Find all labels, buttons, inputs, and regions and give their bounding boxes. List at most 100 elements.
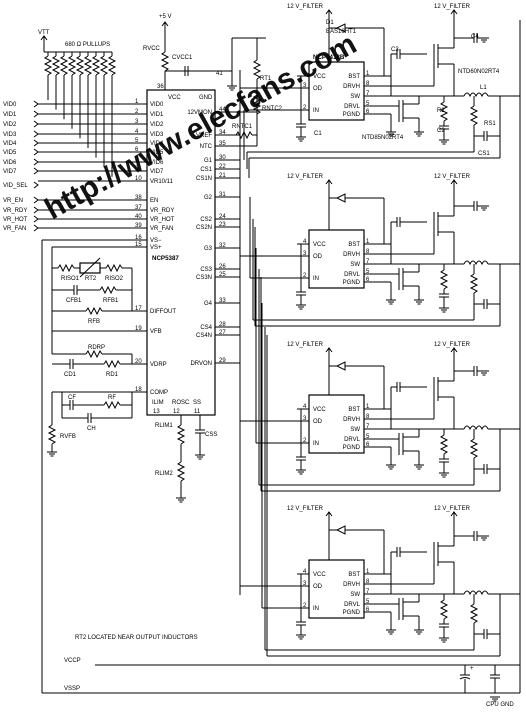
- driver-pin-number: 2: [303, 273, 307, 279]
- inductor: [463, 92, 489, 98]
- controller-pin-number: 33: [219, 298, 226, 304]
- net-arrow: [33, 139, 39, 147]
- controller-pin-label: VDRP: [150, 362, 167, 368]
- driver-pin-label: SW: [350, 592, 360, 598]
- controller-pin-number: 3: [135, 119, 139, 125]
- controller-pin-number: 39: [135, 223, 142, 229]
- driver-pin-label: DRVL: [344, 104, 361, 110]
- cf-label: CF: [68, 395, 76, 401]
- driver-pin-number: 7: [366, 424, 370, 430]
- driver-pin-label: OD: [313, 86, 323, 92]
- net-label: VID2: [3, 122, 17, 128]
- phase1-labels: D1 BAS16HT1 C3 C4 NTD60N02RT4 NTD85N02RT…: [314, 20, 500, 157]
- cvcc1-label: CVCC1: [172, 55, 193, 61]
- controller-pin-number: 19: [135, 326, 142, 332]
- controller-pin-number: 10: [135, 176, 142, 182]
- v12-label: 12 V_FILTER: [287, 342, 324, 348]
- net-label: VID4: [3, 141, 17, 147]
- driver-pin-label: PGND: [343, 112, 361, 118]
- v12-label: 12 V_FILTER: [287, 174, 324, 180]
- riso2-label: RISO2: [105, 276, 124, 282]
- c1-label: C1: [314, 131, 322, 137]
- controller-pin-number: 40: [135, 214, 142, 220]
- controller-pin-number: 4: [135, 129, 139, 135]
- vssp-label: VSSP: [64, 686, 80, 692]
- rt2-label: RT2: [85, 276, 97, 282]
- controller-pin-number: 15: [135, 242, 142, 248]
- controller-pin-number: 16: [135, 235, 142, 241]
- controller-pin-label: VID4: [150, 141, 164, 147]
- controller-pin-label: CS1N: [196, 176, 212, 182]
- controller-pin-number: 30: [219, 155, 226, 161]
- rlim2-label: RLIM2: [155, 471, 173, 477]
- inductor: [463, 590, 489, 596]
- driver-pin-label: DRVH: [343, 582, 360, 588]
- driver-pin-label: DRVL: [344, 602, 361, 608]
- controller-pin-label: VID1: [150, 112, 164, 118]
- driver-pin-number: 2: [303, 438, 307, 444]
- driver-pin-number: 6: [366, 109, 370, 115]
- driver-pin-number: 6: [366, 607, 370, 613]
- net-label: VID_SEL: [3, 183, 28, 189]
- l1-label: L1: [480, 85, 487, 91]
- controller-pin-number: 12: [173, 409, 180, 415]
- driver-pin-number: 7: [366, 91, 370, 97]
- ch-label: CH: [87, 426, 96, 432]
- controller-name: NCP5387: [152, 255, 179, 262]
- controller-pin-number: 11: [194, 409, 201, 415]
- controller-pin-label: VFB: [150, 329, 162, 335]
- controller-pin-number: 23: [219, 222, 226, 228]
- driver-pin-number: 3: [303, 416, 307, 422]
- driver-pin-number: 1: [366, 239, 370, 245]
- rd1-label: RD1: [106, 372, 119, 378]
- controller-pin-label: CS1: [200, 167, 212, 173]
- controller-pin-label: NTC: [200, 144, 213, 150]
- driver-pin-label: SW: [350, 262, 360, 268]
- net-arrow: [33, 148, 39, 156]
- rdrp-label: RDRP: [88, 345, 105, 351]
- driver-pin-number: 3: [303, 251, 307, 257]
- vtt-label: VTT: [38, 30, 50, 36]
- driver-pin-number: 8: [366, 81, 370, 87]
- controller-pin-number: 25: [219, 272, 226, 278]
- rvfb-label: RVFB: [60, 434, 76, 440]
- r2-label: R2: [437, 108, 445, 114]
- driver-pin-number: 2: [303, 105, 307, 111]
- controller-pin-label: VS+: [150, 245, 162, 251]
- driver-pin-label: IN: [313, 606, 319, 612]
- rvcc-label: RVCC: [143, 46, 161, 52]
- net-label: VR_HOT: [3, 217, 28, 223]
- net-arrow: [33, 215, 39, 223]
- driver-pin-label: VCC: [313, 572, 326, 578]
- rlim1-label: RLIM1: [155, 423, 173, 429]
- controller-pin-label: VREF: [196, 133, 212, 139]
- left-net-labels: VID0VID1VID2VID3VID4VID5VID6VID7VID_SELV…: [3, 100, 39, 232]
- driver-pin-number: 5: [366, 599, 370, 605]
- driver-ic: [308, 61, 365, 121]
- controller-pin-label: 12VMON: [187, 110, 212, 116]
- controller-pin-number: 32: [219, 243, 226, 249]
- rfb-label: RFB: [88, 319, 100, 325]
- controller-vcc: VCC: [168, 95, 181, 101]
- cpu-gnd-label: CPU GND: [486, 702, 514, 708]
- driver-pin-number: 1: [366, 71, 370, 77]
- net-label: VID1: [3, 112, 17, 118]
- controller-pin-number: 20: [135, 359, 142, 365]
- driver-pin-label: DRVL: [344, 437, 361, 443]
- driver-pin-label: DRVH: [343, 417, 360, 423]
- controller-pin-label: CS2: [200, 217, 212, 223]
- net-label: VID3: [3, 132, 17, 138]
- driver-pin-label: SW: [350, 94, 360, 100]
- controller-pin-number: 22: [219, 164, 226, 170]
- controller-gnd: GND: [199, 95, 213, 101]
- controller-pin-number: 35: [219, 141, 226, 147]
- v12-label: 12 V_FILTER: [287, 506, 324, 512]
- rf-label: RF: [108, 395, 116, 401]
- driver-pin-label: BST: [348, 407, 360, 413]
- driver-pin-label: PGND: [343, 610, 361, 616]
- driver-pin-label: DRVL: [344, 272, 361, 278]
- driver-pin-number: 3: [303, 581, 307, 587]
- net-arrow: [33, 100, 39, 108]
- controller-pin-number: 13: [153, 409, 160, 415]
